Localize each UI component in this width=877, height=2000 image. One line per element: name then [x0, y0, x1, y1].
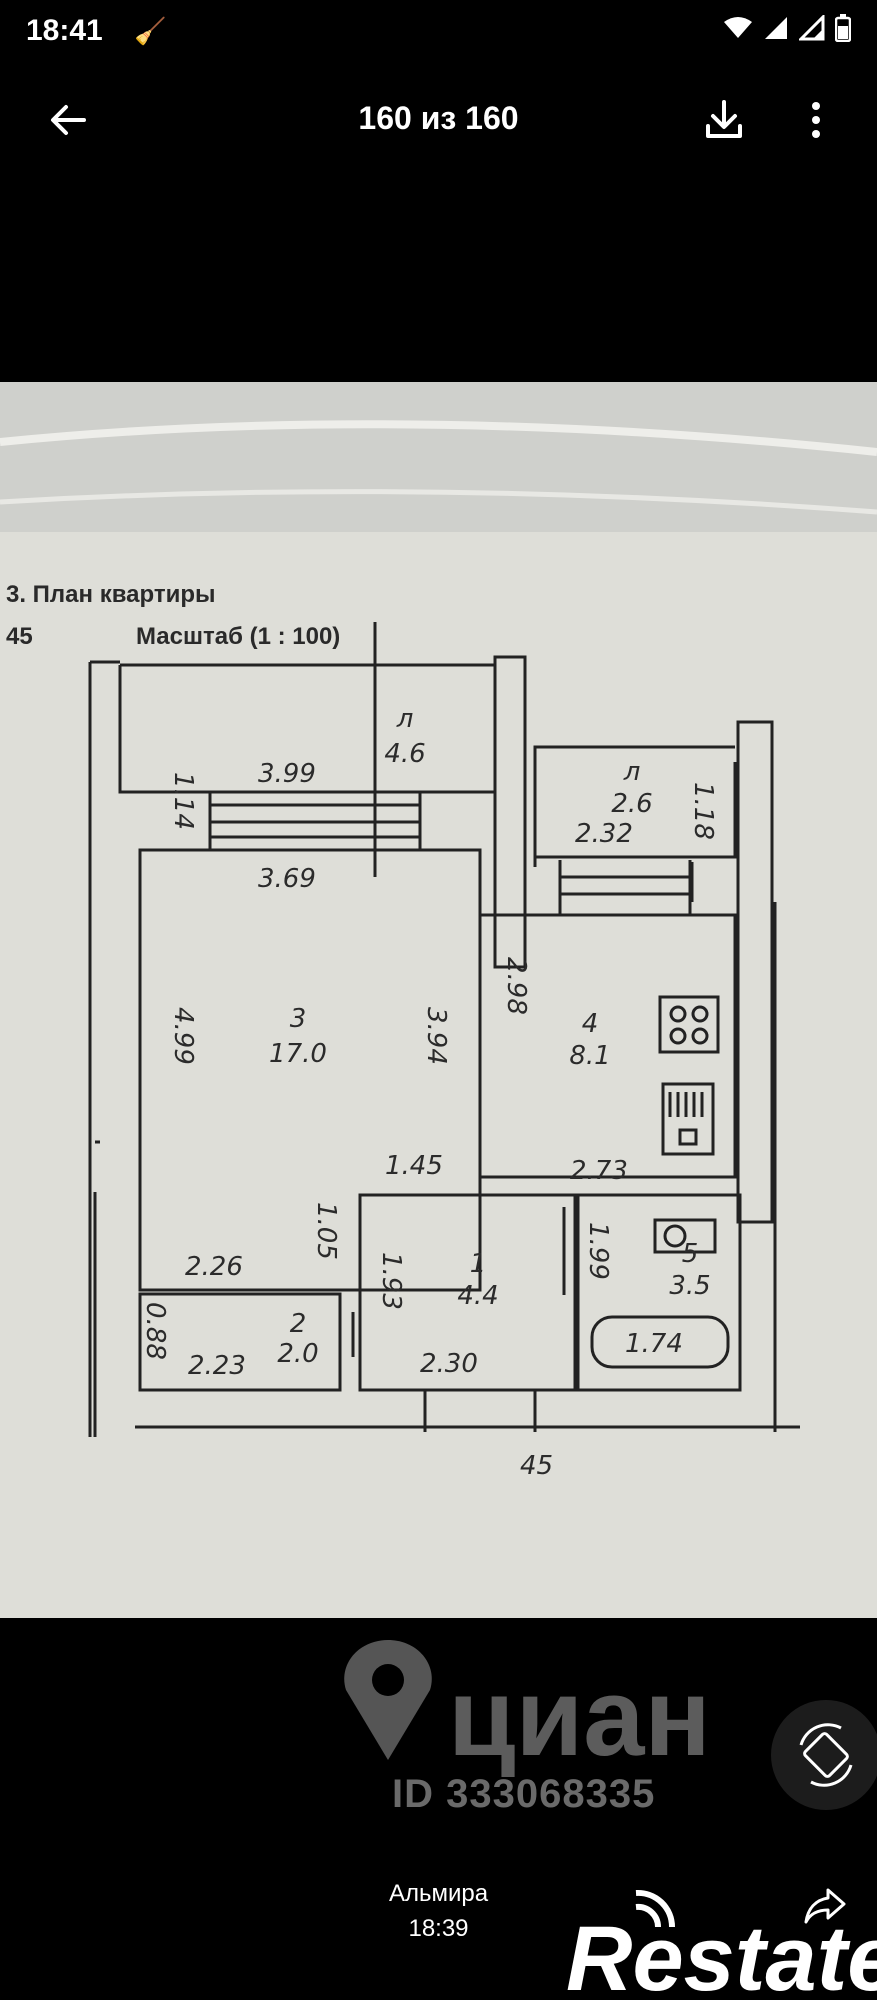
watermark-id: ID 333068335 [392, 1772, 656, 1816]
dimension-label: 45 [520, 1451, 553, 1481]
share-icon[interactable] [800, 1880, 850, 1930]
rotate-button[interactable] [771, 1700, 877, 1810]
room-label: 2 [290, 1309, 307, 1339]
room-label: 4 [582, 1009, 599, 1039]
room-label: 5 [682, 1239, 699, 1269]
dimension-label: 2.32 [575, 819, 633, 849]
floor-plan-drawing: 3. План квартиры 45 Масштаб (1 : 100) л … [0, 382, 877, 1618]
dimension-label: 0.88 [140, 1302, 170, 1360]
dimension-label: 1.99 [583, 1222, 613, 1280]
dimension-label: 3.94 [421, 1007, 451, 1065]
dimension-label: 1.05 [311, 1202, 341, 1260]
download-icon[interactable] [700, 96, 748, 144]
restate-logo: Restate [566, 1889, 877, 2000]
room-area: 2.0 [277, 1339, 318, 1369]
floor-plan-photo[interactable]: 3. План квартиры 45 Масштаб (1 : 100) л … [0, 382, 877, 1618]
room-area: 3.5 [669, 1271, 710, 1301]
room-label: л [396, 704, 414, 734]
dimension-label: 1.45 [385, 1151, 443, 1181]
plan-scale: Масштаб (1 : 100) [136, 623, 340, 650]
dimension-label: 1.74 [625, 1329, 683, 1359]
cian-logo: циан [344, 1640, 711, 1779]
dimension-label: 2.73 [570, 1156, 628, 1186]
dimension-label: 1.14 [168, 772, 198, 830]
dimension-label: 4.99 [168, 1007, 198, 1065]
room-label: л [623, 757, 641, 787]
status-time: 18:41 [26, 14, 103, 47]
plan-left-code: 45 [6, 623, 33, 650]
more-options-icon[interactable] [800, 98, 832, 142]
battery-icon [835, 14, 851, 42]
dimension-label: 2.26 [185, 1252, 243, 1282]
room-label: 3 [290, 1004, 307, 1034]
room-area: 4.4 [457, 1281, 498, 1311]
plan-heading: 3. План квартиры [6, 581, 216, 608]
dimension-label: 1.18 [688, 782, 718, 840]
broom-icon: 🧹 [134, 16, 167, 46]
watermark-brand: циан [448, 1656, 711, 1779]
room-area: 8.1 [569, 1041, 610, 1071]
back-arrow-icon[interactable] [44, 96, 92, 144]
room-area: 17.0 [269, 1039, 327, 1069]
rotate-icon [799, 1723, 853, 1787]
sent-time: 18:39 [408, 1915, 469, 1942]
dimension-label: 1.93 [376, 1252, 406, 1310]
restate-brand: Restate [566, 1908, 877, 2000]
image-counter: 160 из 160 [358, 100, 519, 136]
sender-name: Альмира [388, 1880, 489, 1907]
signal-icon [799, 15, 825, 41]
dimension-label: 2.23 [188, 1351, 246, 1381]
dimension-label: 3.69 [258, 864, 316, 894]
dimension-label: 2.98 [501, 957, 531, 1015]
wifi-icon [724, 17, 752, 38]
room-label: 1 [470, 1249, 487, 1279]
room-area: 4.6 [384, 739, 425, 769]
dimension-label: 2.30 [420, 1349, 478, 1379]
dimension-label: 3.99 [258, 759, 316, 789]
signal-icon [765, 17, 787, 39]
room-area: 2.6 [611, 789, 652, 819]
